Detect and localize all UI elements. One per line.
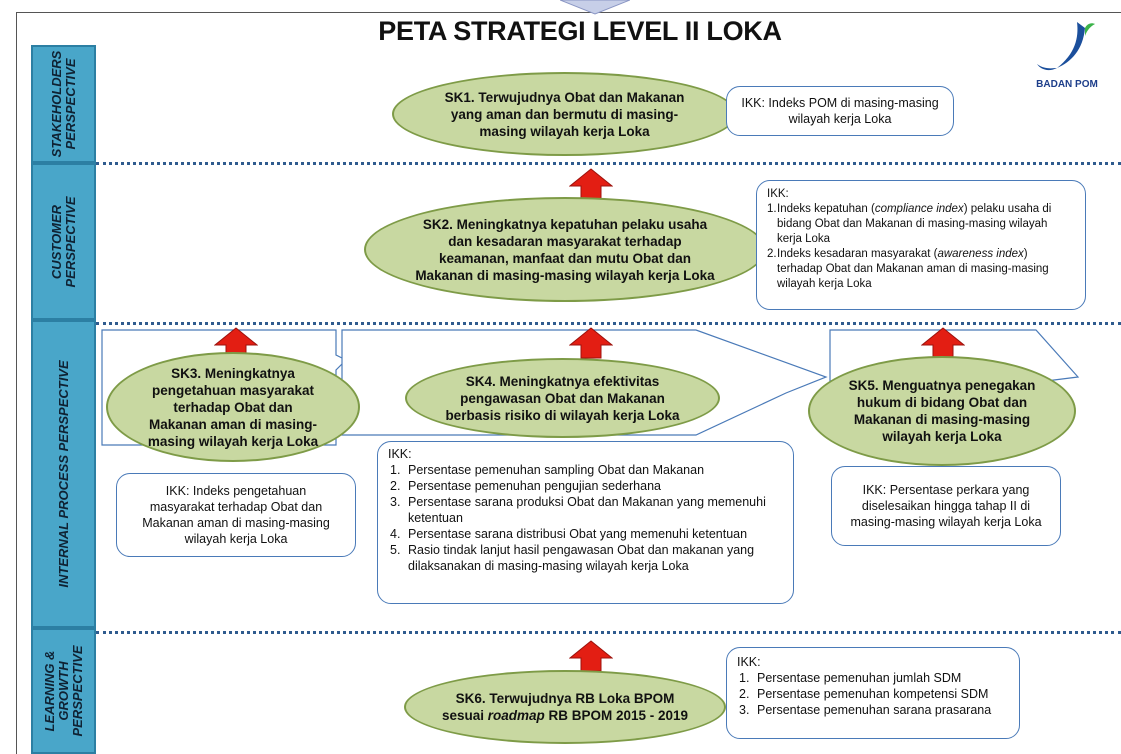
perspective-internal-process: INTERNAL PROCESS PERSPECTIVE <box>31 320 96 628</box>
list-text: Persentase sarana produksi Obat dan Maka… <box>408 495 766 525</box>
arrow-up-icon <box>569 640 613 672</box>
perspective-customer: CUSTOMER PERSPECTIVE <box>31 163 96 320</box>
divider-line <box>96 631 1121 634</box>
list-text-em: awareness index <box>937 248 1024 260</box>
objective-sk2: SK2. Meningkatnya kepatuhan pelaku usaha… <box>364 197 766 302</box>
objective-sk6-line2-pre: sesuai <box>441 708 488 723</box>
ikk-box-sk2: IKK: 1.Indeks kepatuhan (compliance inde… <box>756 180 1086 310</box>
ikk-sk6-list: 1. Persentase pemenuhan jumlah SDM 2. Pers… <box>737 670 1009 718</box>
list-number: 3. <box>390 495 401 509</box>
list-number: 1. <box>767 203 777 215</box>
list-text-em: compliance index <box>874 203 964 215</box>
ikk-sk6-heading: IKK: <box>737 655 761 669</box>
objective-sk6-line2-em: roadmap <box>487 708 545 723</box>
objective-sk4: SK4. Meningkatnya efektivitas pengawasan… <box>405 358 720 438</box>
ikk-sk4-list: 1. Persentase pemenuhan sampling Obat dan… <box>388 462 783 574</box>
list-number: 1. <box>390 463 401 477</box>
list-item: 1.Indeks kepatuhan (compliance index) pe… <box>767 202 1075 247</box>
logo-swoosh-icon <box>1037 22 1095 71</box>
list-text: ) terhadap Obat dan Makanan aman di masi… <box>777 248 1049 290</box>
ikk-sk4-heading: IKK: <box>388 447 412 461</box>
perspective-customer-label: CUSTOMER PERSPECTIVE <box>48 195 78 288</box>
list-item: 3. Persentase sarana produksi Obat dan Ma… <box>388 494 783 526</box>
list-text: Persentase sarana distribusi Obat yang m… <box>408 527 748 541</box>
perspective-stakeholders: STAKEHOLDERS PERSPECTIVE <box>31 45 96 163</box>
list-number: 1. <box>739 671 750 685</box>
list-text: Persentase pemenuhan sarana prasarana <box>757 703 992 717</box>
ikk-box-sk3: IKK: Indeks pengetahuan masyarakat terha… <box>116 473 356 557</box>
list-number: 3. <box>739 703 750 717</box>
top-flag-decoration <box>560 0 630 15</box>
list-text: Rasio tindak lanjut hasil pengawasan Oba… <box>408 543 755 573</box>
list-number: 5. <box>390 543 401 557</box>
ikk-sk2-list: 1.Indeks kepatuhan (compliance index) pe… <box>767 202 1075 292</box>
list-text: Persentase pemenuhan kompetensi SDM <box>757 687 989 701</box>
objective-sk6-line2-post: RB BPOM 2015 - 2019 <box>544 708 689 723</box>
list-item: 1. Persentase pemenuhan sampling Obat dan… <box>388 462 783 478</box>
objective-sk5-text: SK5. Menguatnya penegakan hukum di bidan… <box>848 378 1036 444</box>
arrow-up-icon <box>921 327 965 359</box>
list-item: 5. Rasio tindak lanjut hasil pengawasan O… <box>388 542 783 574</box>
list-number: 2. <box>767 248 777 260</box>
ikk-sk2-heading: IKK: <box>767 188 789 200</box>
objective-sk2-text: SK2. Meningkatnya kepatuhan pelaku usaha… <box>415 216 715 283</box>
list-text: ) pelaku usaha di bidang Obat dan Makana… <box>777 203 1052 245</box>
list-number: 2. <box>390 479 401 493</box>
list-item: 3. Persentase pemenuhan sarana prasarana <box>737 702 1009 718</box>
perspective-internal-process-label: INTERNAL PROCESS PERSPECTIVE <box>55 360 71 588</box>
perspective-learning-growth-label: LEARNING & GROWTH PERSPECTIVE <box>41 645 85 737</box>
diagram-frame <box>16 12 1121 754</box>
logo-text: BADAN POM <box>1036 79 1098 90</box>
page-title: PETA STRATEGI LEVEL II LOKA <box>378 16 782 46</box>
list-text: Persentase pemenuhan sampling Obat dan M… <box>408 463 705 477</box>
list-number: 4. <box>390 527 401 541</box>
list-text: Persentase pemenuhan jumlah SDM <box>757 671 962 685</box>
arrow-up-icon <box>569 327 613 359</box>
list-item: 2.Indeks kesadaran masyarakat (awareness… <box>767 247 1075 292</box>
objective-sk4-text: SK4. Meningkatnya efektivitas pengawasan… <box>445 373 680 423</box>
ikk-box-sk5: IKK: Persentase perkara yang diselesaika… <box>831 466 1061 546</box>
list-text: Indeks kesadaran masyarakat ( <box>777 248 938 260</box>
objective-sk1-text: SK1. Terwujudnya Obat dan Makanan yang a… <box>444 89 685 139</box>
list-item: 4. Persentase sarana distribusi Obat yang… <box>388 526 783 542</box>
divider-line <box>96 322 1121 325</box>
ikk-box-sk1: IKK: Indeks POM di masing-masing wilayah… <box>726 86 954 136</box>
list-item: 2. Persentase pemenuhan kompetensi SDM <box>737 686 1009 702</box>
arrow-up-icon <box>569 168 613 200</box>
objective-sk6: SK6. Terwujudnya RB Loka BPOM sesuai road… <box>404 670 726 744</box>
list-number: 2. <box>739 687 750 701</box>
objective-sk1: SK1. Terwujudnya Obat dan Makanan yang a… <box>392 72 737 156</box>
list-text: Indeks kepatuhan ( <box>777 203 875 215</box>
objective-sk3: SK3. Meningkatnya pengetahuan masyarakat… <box>106 352 360 462</box>
list-item: 1. Persentase pemenuhan jumlah SDM <box>737 670 1009 686</box>
perspective-stakeholders-label: STAKEHOLDERS PERSPECTIVE <box>48 50 78 158</box>
ikk-box-sk6: IKK: 1. Persentase pemenuhan jumlah SDM 2… <box>726 647 1020 739</box>
list-text: Persentase pemenuhan pengujian sederhana <box>408 479 661 493</box>
divider-line <box>96 162 1121 165</box>
badan-pom-logo: BADAN POM <box>1027 18 1107 90</box>
ikk-box-sk4: IKK: 1. Persentase pemenuhan sampling Oba… <box>377 441 794 604</box>
objective-sk3-text: SK3. Meningkatnya pengetahuan masyarakat… <box>147 365 319 449</box>
perspective-learning-growth: LEARNING & GROWTH PERSPECTIVE <box>31 628 96 754</box>
objective-sk6-text: SK6. Terwujudnya RB Loka BPOM sesuai road… <box>442 690 688 724</box>
list-item: 2. Persentase pemenuhan pengujian sederha… <box>388 478 783 494</box>
objective-sk5: SK5. Menguatnya penegakan hukum di bidan… <box>808 356 1076 466</box>
objective-sk6-line1: SK6. Terwujudnya RB Loka BPOM <box>455 691 675 706</box>
